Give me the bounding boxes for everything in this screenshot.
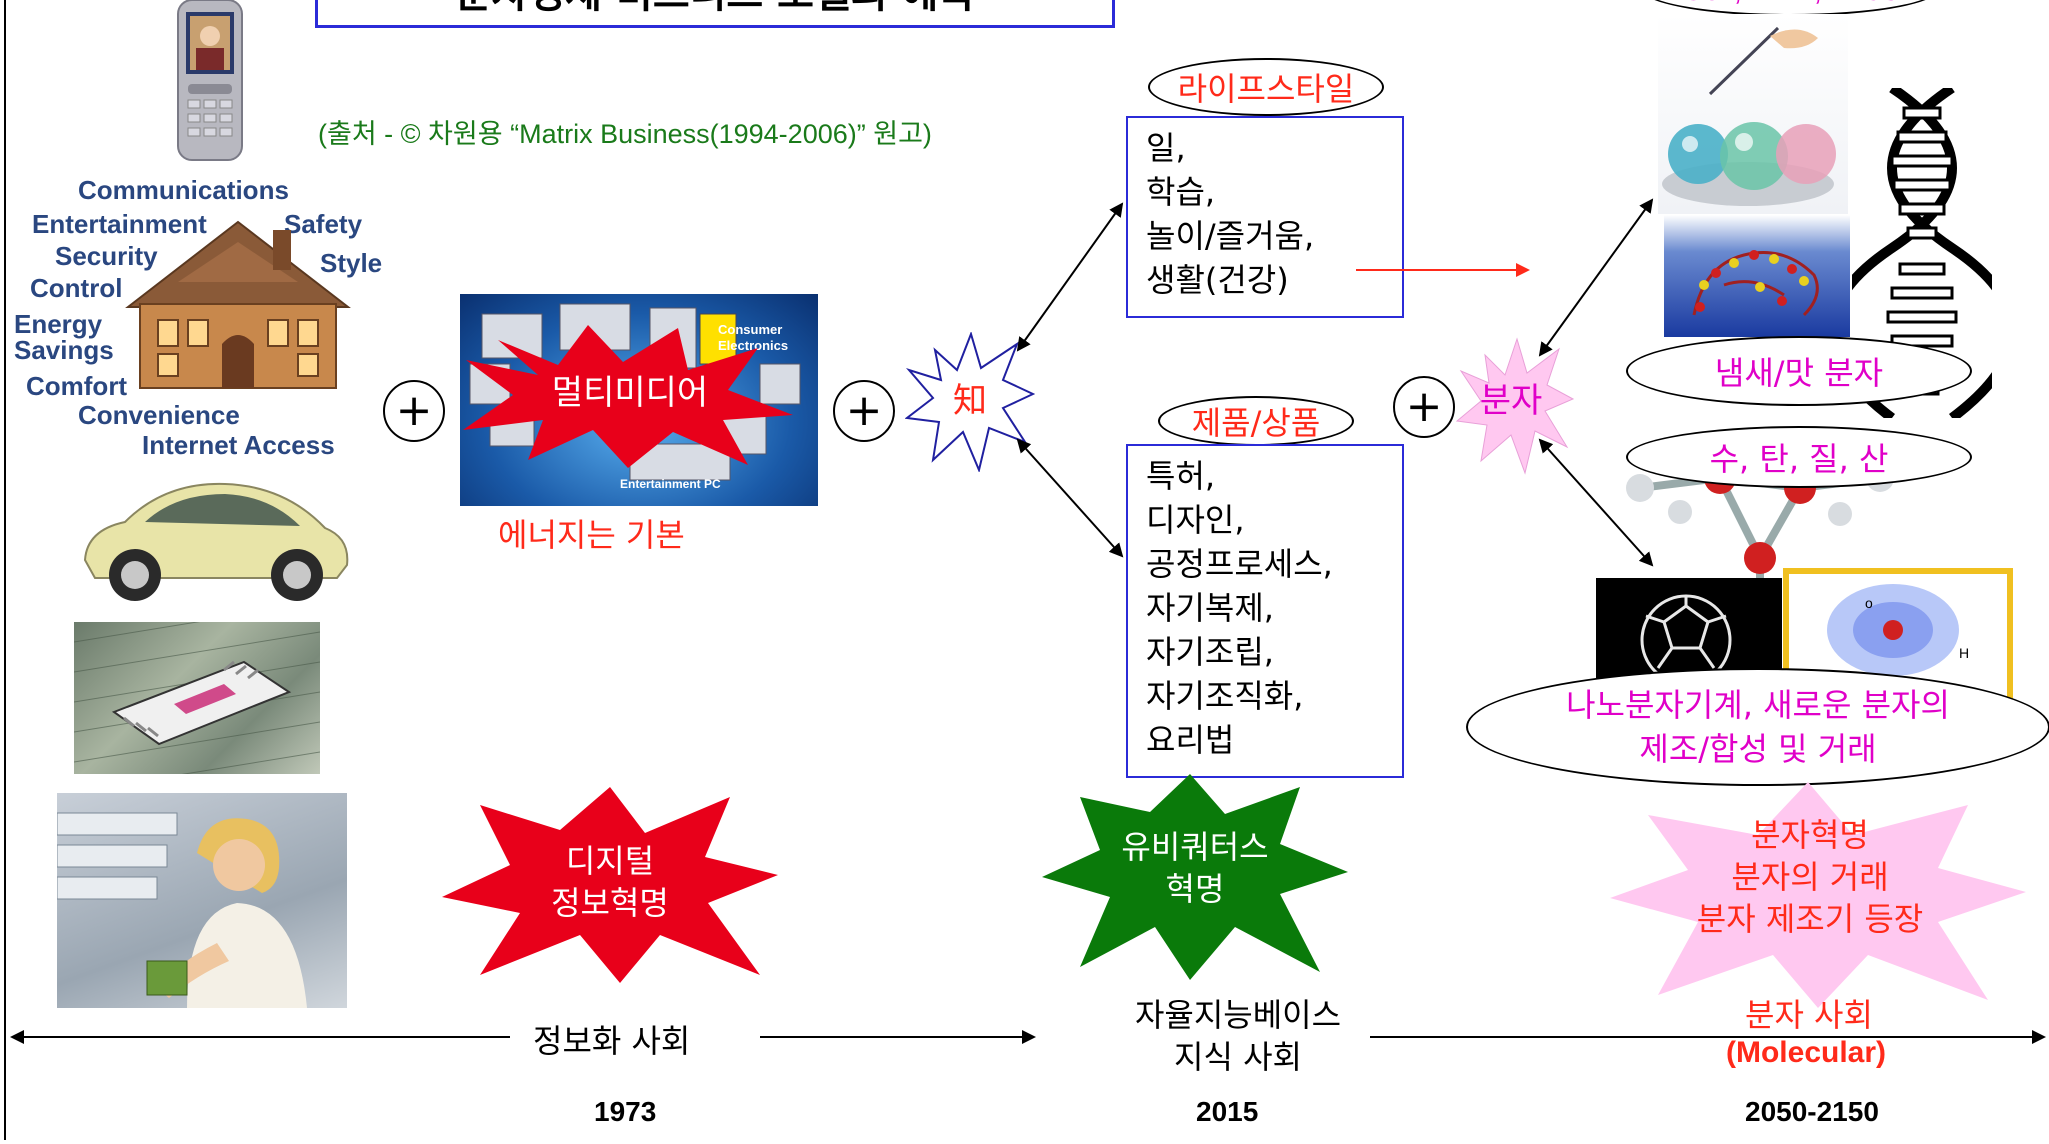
page-title: 분자경제 비즈니스 모델의 예측 [455, 0, 975, 19]
era-molecular-english: (Molecular) [1726, 1036, 1887, 1069]
smart-home-image [125, 220, 351, 389]
lifestyle-item: 일, [1146, 129, 1186, 167]
molecular-revolution-star [1610, 782, 2026, 1008]
smell-taste-ellipse: 냄새/맛 분자 [1626, 336, 1972, 406]
keyword-security: Security [55, 241, 158, 271]
lifestyle-item: 생활(건강) [1146, 261, 1289, 299]
keyword-internet-access: Internet Access [142, 430, 335, 460]
digital-line: 디지털 [565, 842, 655, 880]
mobile-phone-image [177, 0, 243, 161]
dna-helix-image [1852, 88, 1992, 418]
products-item: 특허, [1146, 457, 1216, 495]
keyword-control: Control [30, 273, 123, 303]
era-molecular-society: 분자 사회 [1745, 996, 1873, 1034]
keyword-communications: Communications [78, 175, 289, 205]
year-2050-2150: 2050-2150 [1745, 1096, 1879, 1127]
products-box: 특허, 디자인, 공정프로세스, 자기복제, 자기조립, 자기조직화, 요리법 [1126, 444, 1404, 778]
ubiquitous-revolution-star [1042, 774, 1348, 980]
knowledge-burst-icon [905, 332, 1035, 472]
plus-icon: + [833, 380, 895, 442]
lifestyle-ellipse: 라이프스타일 [1148, 58, 1384, 116]
molecule-burst-icon [1455, 337, 1575, 475]
products-item: 디자인, [1146, 501, 1245, 539]
products-item: 자기조립, [1146, 633, 1274, 671]
keyword-entertainment: Entertainment [32, 209, 207, 239]
knowledge-label: 知 [953, 381, 987, 421]
era-information-society: 정보화 사회 [533, 1022, 691, 1060]
molecular-line: 분자혁명 [1751, 816, 1869, 854]
energy-caption: 에너지는 기본 [498, 516, 685, 554]
molecular-line: 분자 제조기 등장 [1696, 900, 1924, 938]
digital-line: 정보혁명 [551, 884, 669, 922]
lab-spheres-image [1658, 14, 1848, 214]
era-knowledge-society: 자율지능베이스 지식 사회 [1108, 994, 1368, 1078]
car-image [83, 482, 349, 601]
protein-molecule-image [1664, 215, 1850, 337]
keyword-savings: Savings [14, 335, 114, 365]
products-item: 공정프로세스, [1146, 545, 1333, 583]
svg-text:o: o [1865, 595, 1873, 611]
products-item: 요리법 [1146, 721, 1235, 759]
keyword-convenience: Convenience [78, 400, 240, 430]
lifestyle-item: 학습, [1146, 173, 1216, 211]
nano-machine-ellipse: 나노분자기계, 새로운 분자의 제조/합성 및 거래 [1466, 668, 2049, 786]
plus-icon: + [1393, 376, 1455, 438]
keyword-style: Style [320, 248, 383, 278]
products-item: 자기조직화, [1146, 677, 1304, 715]
keyword-comfort: Comfort [26, 371, 128, 401]
ubiquitous-revolution-label: 유비쿼터스 혁명 [1100, 826, 1290, 910]
multimedia-burst-icon [463, 325, 793, 468]
digital-revolution-label: 디지털 정보혁명 [520, 840, 700, 924]
year-1973: 1973 [594, 1096, 657, 1127]
elements-ellipse: 수, 탄, 질, 산 [1626, 426, 1972, 488]
ubiquitous-line: 혁명 [1165, 870, 1225, 908]
molecular-revolution-label: 분자혁명 분자의 거래 분자 제조기 등장 [1660, 814, 1960, 940]
products-item: 자기복제, [1146, 589, 1274, 627]
source-citation: (출처 - © 차원용 “Matrix Business(1994-2006)”… [318, 119, 932, 149]
svg-text:H: H [1959, 645, 1969, 661]
plus-icon: + [383, 380, 445, 442]
entertainment-pc-label: Entertainment PC [620, 477, 721, 491]
lifestyle-box: 일, 학습, 놀이/즐거움, 생활(건강) [1126, 116, 1404, 318]
products-ellipse: 제품/상품 [1158, 396, 1354, 446]
microchip-image [74, 622, 320, 774]
multimedia-label: 멀티미디어 [551, 373, 709, 413]
knowledge-era-line: 지식 사회 [1174, 1038, 1302, 1076]
lifestyle-item: 놀이/즐거움, [1146, 217, 1315, 255]
molecular-line: 분자의 거래 [1731, 858, 1889, 896]
shopper-image [57, 793, 347, 1008]
slide-frame [4, 0, 2047, 1140]
keyword-safety: Safety [284, 209, 363, 239]
keyword-energy: Energy [14, 309, 103, 339]
digital-revolution-star [442, 787, 778, 983]
nano-line: 제조/합성 및 거래 [1639, 730, 1877, 768]
nano-line: 나노분자기계, 새로운 분자의 [1566, 686, 1950, 724]
knowledge-era-line: 자율지능베이스 [1134, 996, 1342, 1034]
year-2015: 2015 [1196, 1096, 1259, 1127]
molecule-label: 분자 [1479, 381, 1543, 421]
title-box: 분자경제 비즈니스 모델의 예측 [315, 0, 1115, 28]
ubiquitous-line: 유비쿼터스 [1121, 828, 1269, 866]
